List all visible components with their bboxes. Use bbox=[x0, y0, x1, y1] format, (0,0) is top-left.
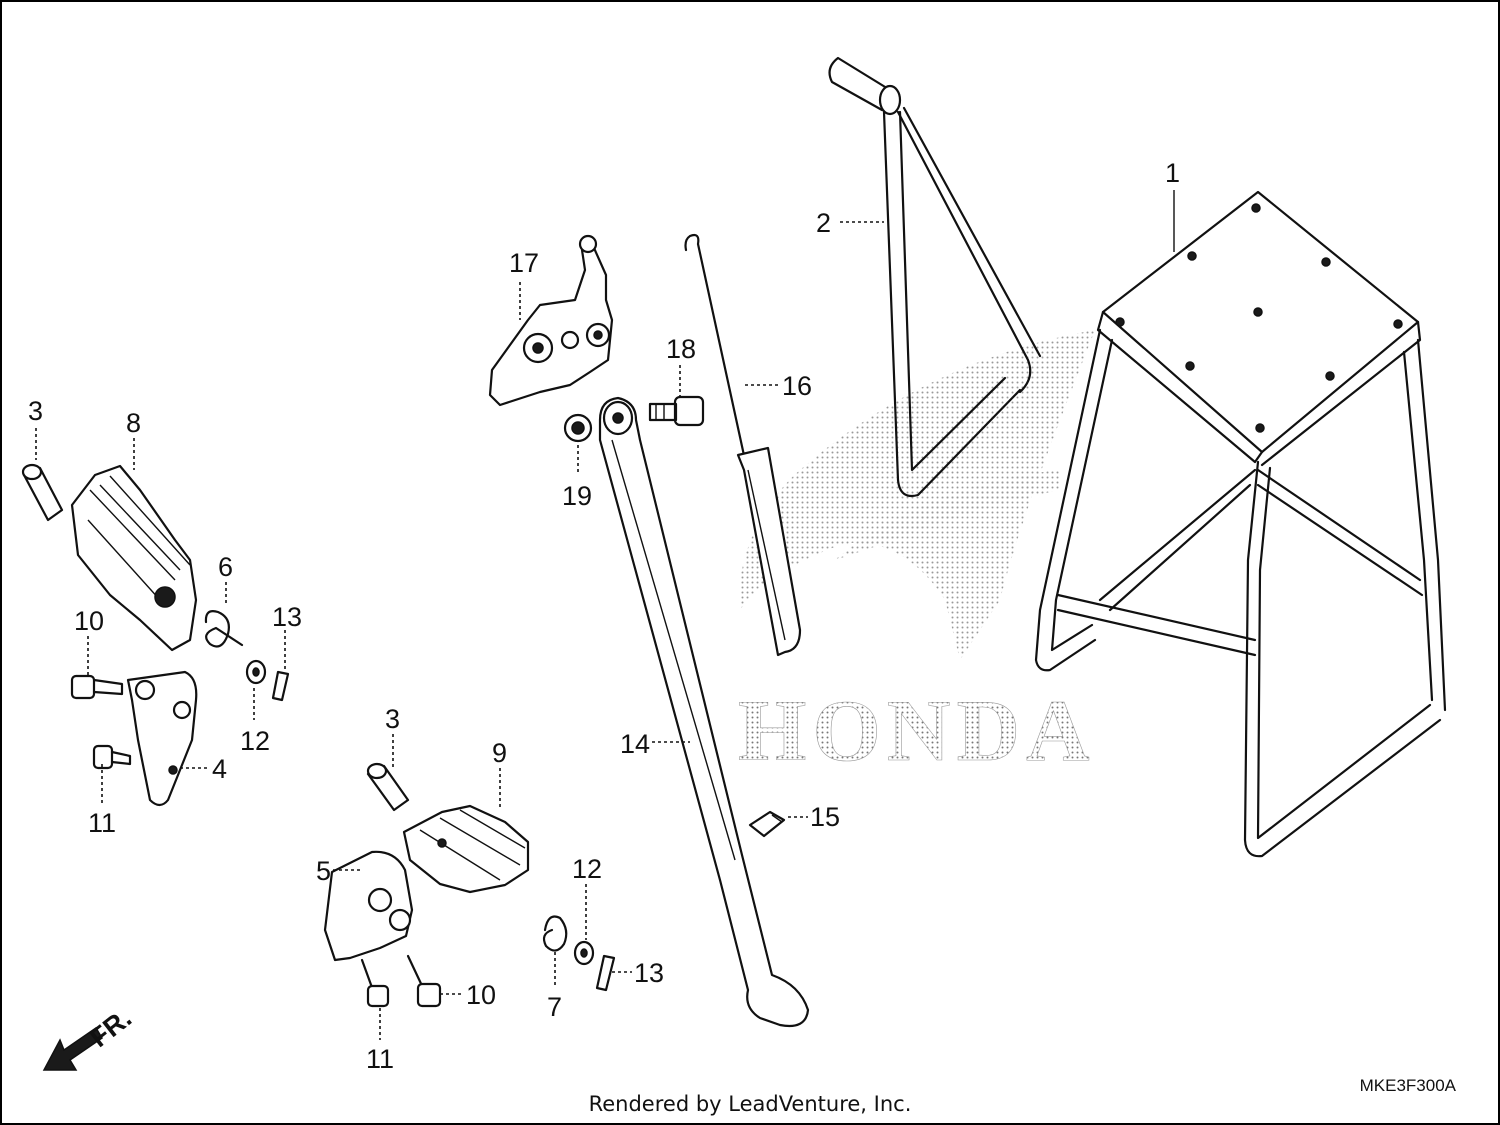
part-10-bolt-right bbox=[406, 954, 442, 1008]
callout-13-right: 13 bbox=[634, 958, 664, 988]
callout-6: 6 bbox=[218, 552, 233, 582]
part-6-spring-left bbox=[204, 610, 244, 648]
callout-9: 9 bbox=[492, 738, 507, 768]
callout-3-right: 3 bbox=[385, 704, 400, 734]
part-10-bolt-left bbox=[70, 674, 124, 700]
part-14-sidestand bbox=[598, 396, 810, 1028]
callout-18: 18 bbox=[666, 334, 696, 364]
part-2-lever bbox=[828, 56, 1042, 498]
callout-11-left: 11 bbox=[88, 808, 116, 838]
callout-13-left: 13 bbox=[272, 602, 302, 632]
part-19-nut bbox=[563, 413, 593, 443]
part-3-pin-left bbox=[21, 463, 64, 522]
part-13-cotter-left bbox=[271, 670, 290, 702]
part-15-bolt bbox=[748, 810, 786, 838]
callout-3-left: 3 bbox=[28, 396, 43, 426]
part-8-footpeg-left bbox=[70, 464, 198, 652]
part-5-bracket-right bbox=[323, 850, 414, 962]
part-11-bolt-left bbox=[92, 744, 132, 770]
callout-12-left: 12 bbox=[240, 726, 270, 756]
callout-10-left: 10 bbox=[74, 606, 104, 636]
callout-4: 4 bbox=[212, 754, 227, 784]
part-3-pin-right bbox=[366, 762, 410, 812]
part-13-cotter-right bbox=[595, 954, 616, 992]
callout-2: 2 bbox=[816, 208, 831, 238]
part-12-washer-left bbox=[245, 659, 267, 685]
callout-10-right: 10 bbox=[466, 980, 496, 1010]
part-9-footpeg-right bbox=[402, 804, 530, 894]
part-4-bracket-left bbox=[126, 670, 198, 807]
part-11-bolt-right bbox=[360, 958, 390, 1008]
part-7-spring-right bbox=[542, 915, 568, 952]
callout-7: 7 bbox=[547, 992, 562, 1022]
front-direction-arrow-icon bbox=[42, 1026, 104, 1071]
part-12-washer-right bbox=[573, 940, 595, 966]
callout-17: 17 bbox=[509, 248, 539, 278]
direction-label: FR. bbox=[84, 1003, 137, 1053]
diagram-code: MKE3F300A bbox=[1359, 1076, 1456, 1095]
callout-11-right: 11 bbox=[366, 1044, 394, 1074]
callout-12-right: 12 bbox=[572, 854, 602, 884]
callout-16: 16 bbox=[782, 371, 812, 401]
footer-credit: Rendered by LeadVenture, Inc. bbox=[588, 1092, 912, 1116]
callout-14: 14 bbox=[620, 729, 650, 759]
honda-watermark-text: HONDA bbox=[738, 683, 1096, 780]
callout-19: 19 bbox=[562, 481, 592, 511]
callout-15: 15 bbox=[810, 802, 840, 832]
callout-8: 8 bbox=[126, 408, 141, 438]
part-16-spring bbox=[684, 233, 802, 657]
callout-5: 5 bbox=[316, 856, 331, 886]
callout-1: 1 bbox=[1165, 158, 1180, 188]
part-18-pin bbox=[648, 395, 705, 427]
part-17-bracket bbox=[488, 234, 614, 407]
part-1-stand bbox=[1034, 190, 1447, 858]
leader-lines bbox=[35, 190, 1175, 1040]
